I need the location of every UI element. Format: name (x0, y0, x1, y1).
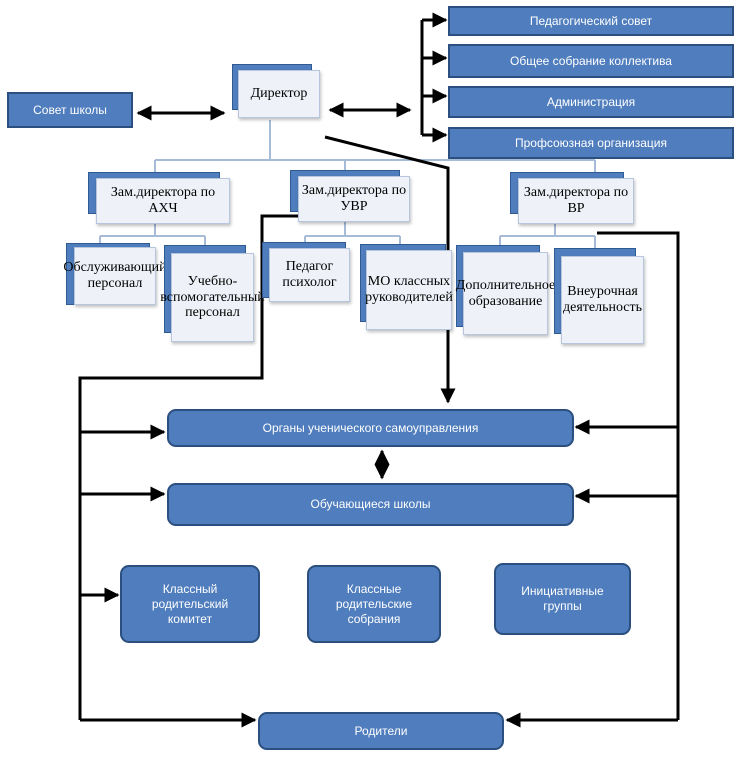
deputy-vr-label: Зам.директора по ВР (518, 178, 634, 224)
staff-extracurricular-label: Внеурочная деятельность (561, 256, 644, 344)
deputy-uvr-node: Зам.директора по УВР (290, 170, 410, 222)
staff-support-label: Учебно-вспомогательный персонал (160, 253, 265, 342)
parent-group-label: Инициативные группы (521, 584, 604, 613)
self-government-label: Органы ученического самоуправления (262, 420, 479, 435)
staff-extracurricular-node: Внеурочная деятельность (554, 248, 644, 344)
parents-box: Родители (258, 712, 504, 750)
board-general-meeting: Общее собрание коллектива (448, 44, 734, 78)
initiative-groups-box: Инициативные группы (494, 563, 631, 635)
staff-mo-label: МО классных руководителей (365, 250, 453, 330)
deputy-uvr-label: Зам.директора по УВР (298, 176, 410, 222)
deputy-ahch-node: Зам.директора по АХЧ (88, 172, 230, 224)
parent-group-label: Классный родительский комитет (151, 581, 229, 626)
board-label: Общее собрание коллектива (510, 53, 672, 68)
staff-psychologist-node: Педагог психолог (262, 242, 350, 302)
staff-additional-node: Дополнительное образование (456, 245, 555, 335)
deputy-vr-node: Зам.директора по ВР (510, 172, 634, 224)
staff-service-label: Обслуживающий персонал (63, 247, 167, 305)
director-label: Директор (238, 70, 320, 118)
students-box: Обучающиеся школы (167, 483, 574, 526)
staff-service-node: Обслуживающий персонал (63, 243, 167, 307)
students-label: Обучающиеся школы (310, 497, 431, 511)
staff-mo-node: МО классных руководителей (360, 244, 453, 330)
board-label: Профсоюзная организация (514, 135, 667, 150)
board-trade-union: Профсоюзная организация (448, 127, 734, 159)
board-pedagogical-council: Педагогический совет (448, 6, 734, 36)
school-council-label: Совет школы (33, 102, 107, 117)
parent-committee-box: Классный родительский комитет (120, 565, 260, 643)
parent-meetings-box: Классные родительские собрания (307, 565, 441, 643)
staff-additional-label: Дополнительное образование (456, 252, 555, 335)
board-label: Педагогический совет (529, 13, 653, 28)
parents-label: Родители (354, 723, 408, 738)
parent-group-label: Классные родительские собрания (335, 581, 413, 626)
school-council-box: Совет школы (7, 92, 133, 128)
deputy-ahch-label: Зам.директора по АХЧ (96, 178, 230, 224)
staff-psychologist-label: Педагог психолог (269, 248, 350, 302)
board-label: Администрация (546, 94, 636, 109)
board-administration: Администрация (448, 86, 734, 118)
staff-support-node: Учебно-вспомогательный персонал (160, 245, 265, 342)
director-node: Директор (232, 64, 322, 120)
self-government-box: Органы ученического самоуправления (167, 409, 574, 447)
